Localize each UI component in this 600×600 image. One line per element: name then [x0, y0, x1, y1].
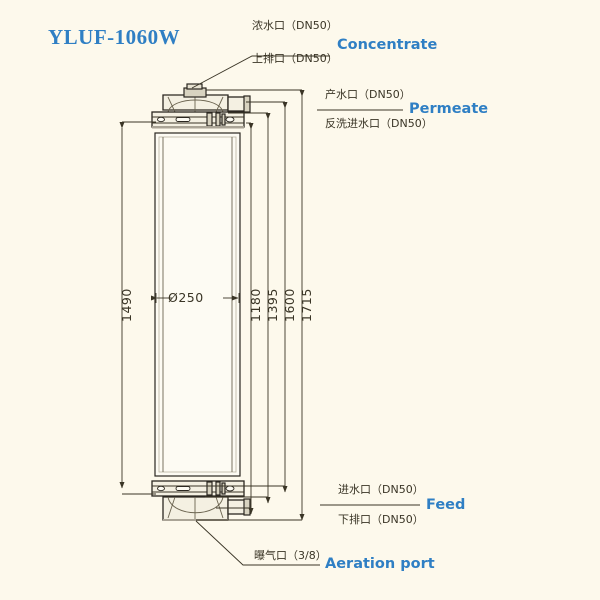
bottom-end-cap-assembly	[151, 480, 251, 521]
dimension-label-1600: 1600	[282, 288, 297, 322]
top-end-cap-assembly	[151, 83, 251, 129]
label-feed-en: Feed	[426, 497, 466, 513]
label-aeration-en: Aeration port	[325, 556, 435, 572]
dimension-label-1490: 1490	[119, 288, 134, 322]
dimension-1600	[196, 101, 288, 493]
page-title: YLUF-1060W	[48, 25, 181, 49]
dimension-1395	[205, 112, 271, 504]
dimension-diameter-250	[151, 293, 240, 303]
dimension-label-1395: 1395	[265, 288, 280, 322]
dimension-1180	[216, 122, 254, 515]
leader-line-aeration	[195, 520, 320, 566]
label-permeate-cn-bottom: 反洗进水口（DN50）	[325, 117, 433, 130]
leader-line-concentrate	[191, 55, 330, 89]
label-feed-cn-top: 进水口（DN50）	[338, 483, 424, 496]
dimension-label-1180: 1180	[248, 288, 263, 322]
label-permeate-cn-top: 产水口（DN50）	[325, 88, 411, 101]
label-feed-cn-bottom: 下排口（DN50）	[338, 513, 424, 526]
label-concentrate-cn-top: 浓水口（DN50）	[252, 19, 338, 32]
label-concentrate-cn-bottom: 上排口（DN50）	[252, 52, 338, 65]
label-permeate-en: Permeate	[409, 101, 489, 117]
label-aeration-cn: 曝气口（3/8）	[254, 549, 327, 562]
dimension-1715	[196, 89, 305, 521]
dimension-label-1715: 1715	[299, 288, 314, 322]
label-concentrate-en: Concentrate	[337, 37, 438, 53]
dimension-label-diameter: Ø250	[168, 290, 204, 305]
dimension-1490	[119, 121, 156, 495]
vessel-body	[154, 132, 241, 477]
